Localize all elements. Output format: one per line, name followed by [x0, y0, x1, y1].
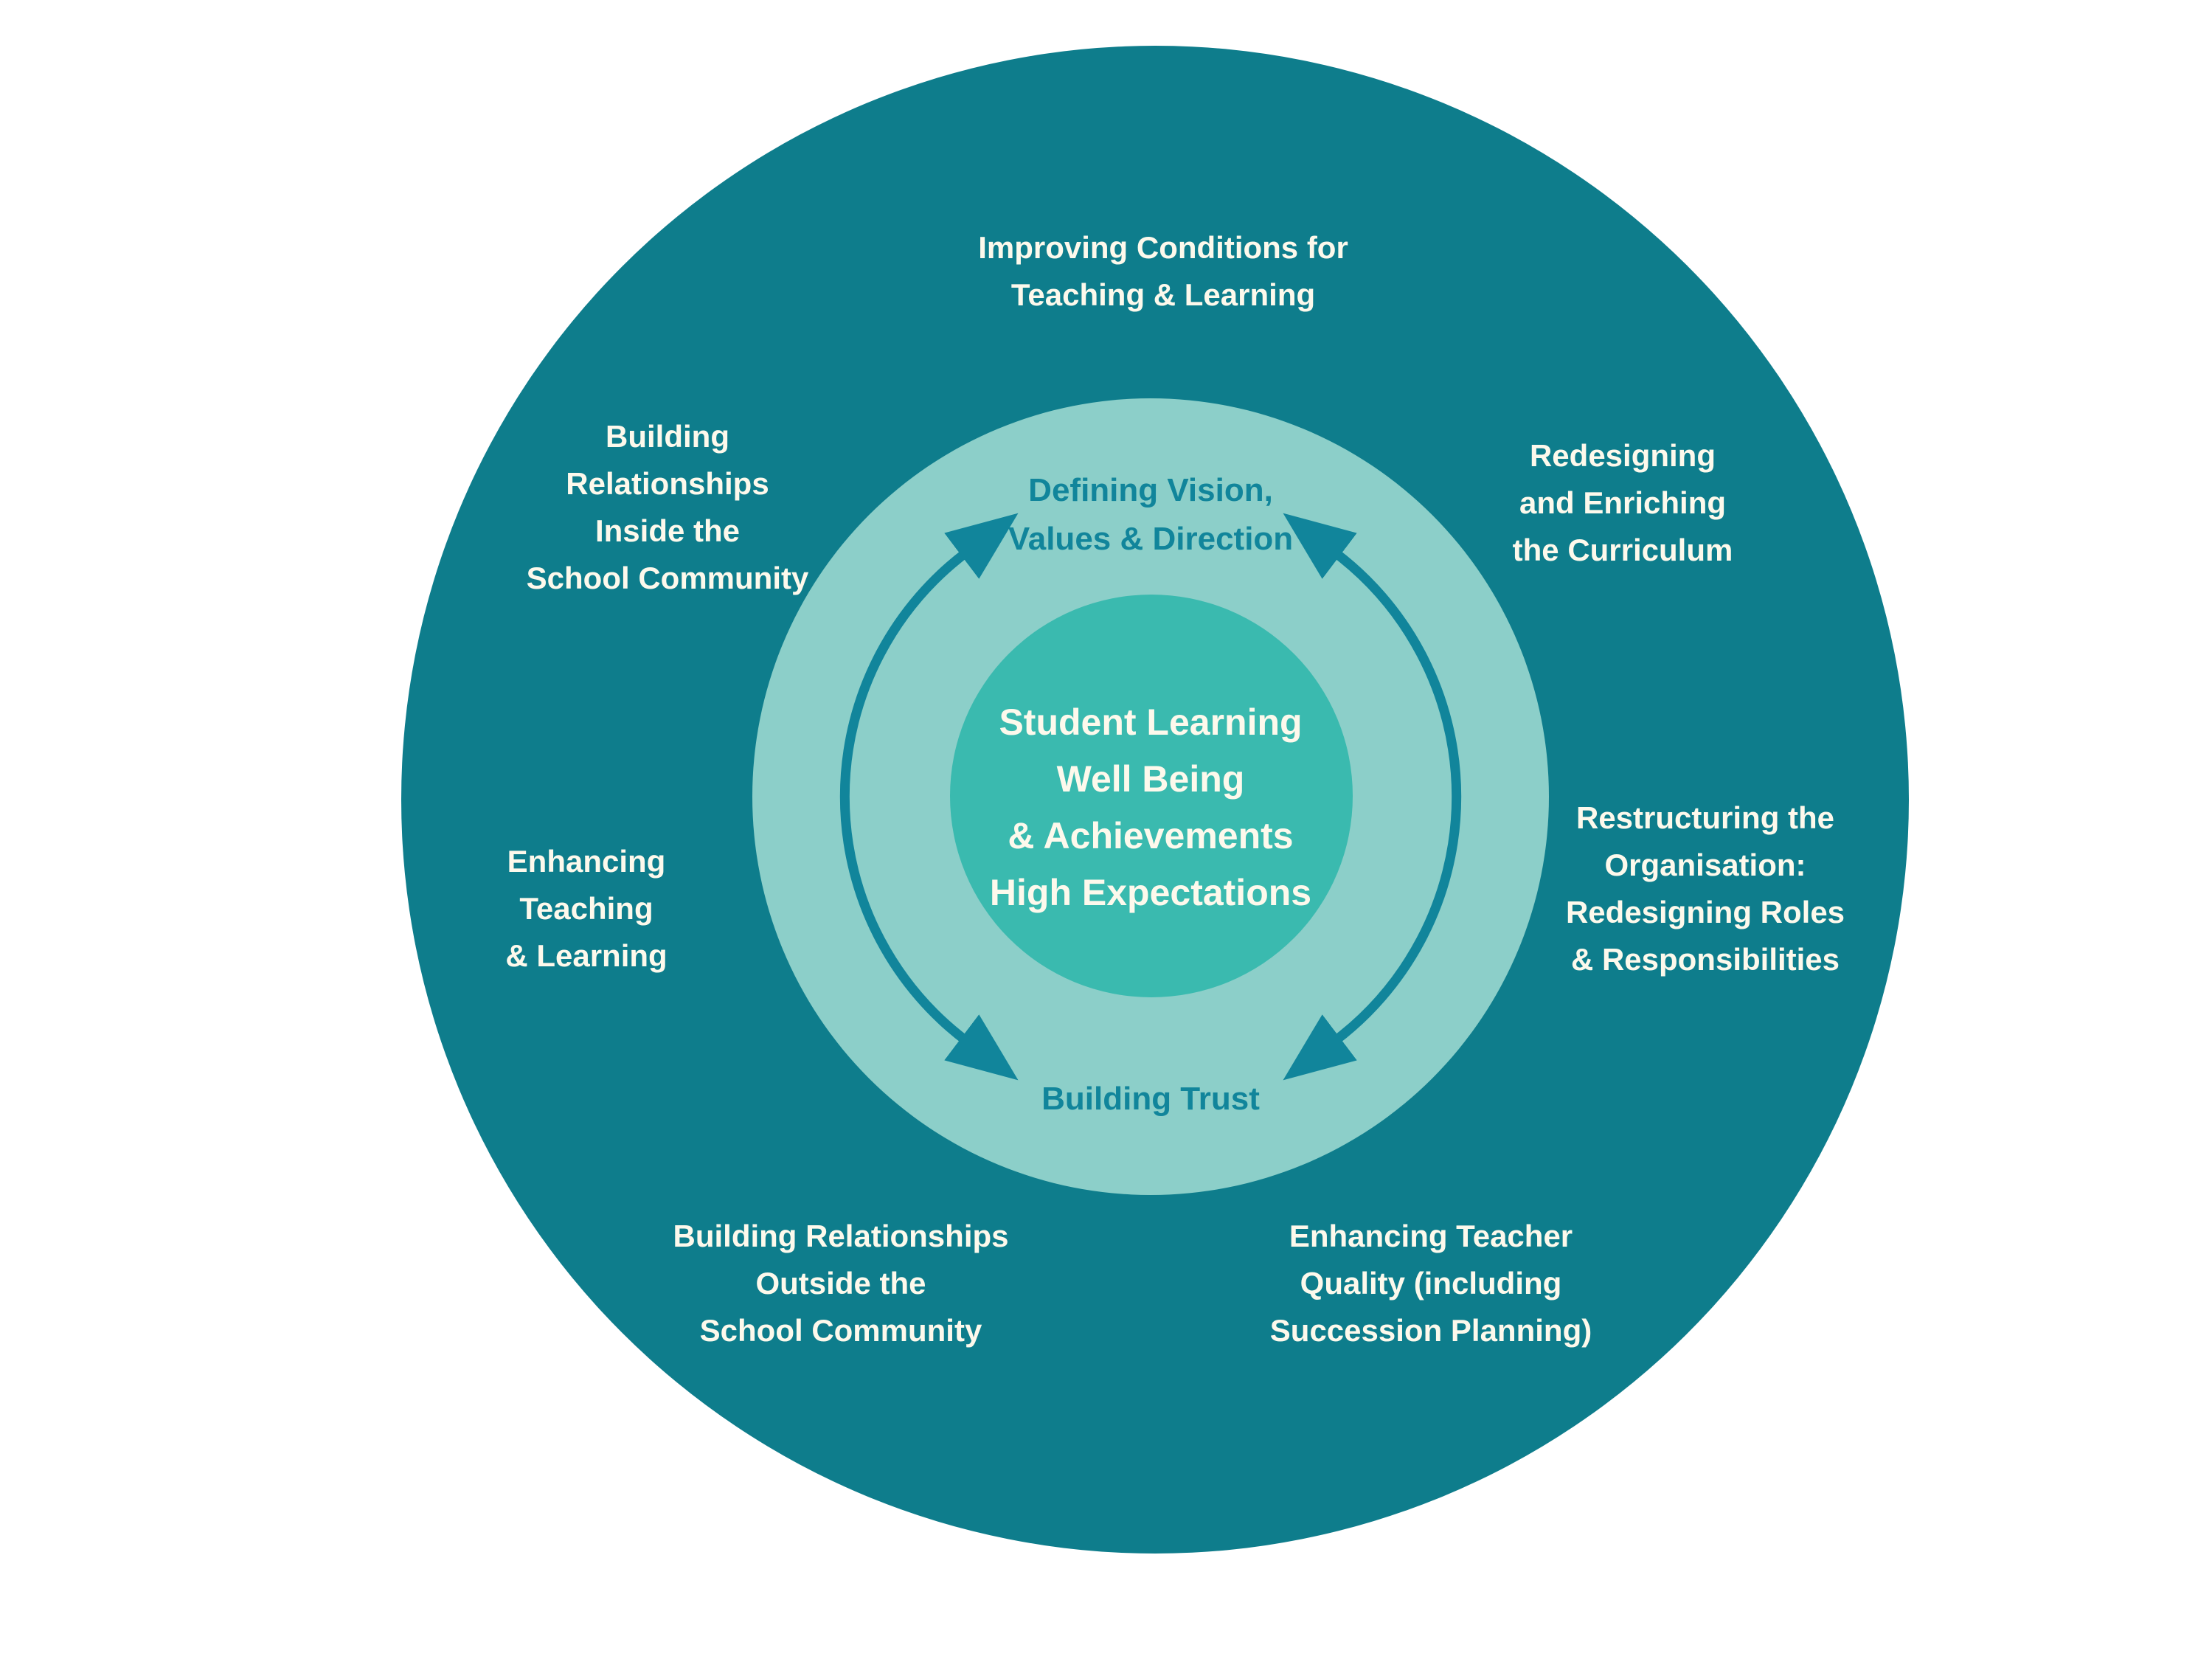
label-line: the Curriculum	[1512, 533, 1733, 567]
label-line: Inside the	[594, 513, 741, 548]
label-building-trust: Building Trust	[1041, 1075, 1260, 1123]
label-line: & Learning	[505, 938, 668, 973]
label-line: and Enriching	[1519, 485, 1727, 520]
label-restructuring-organisation: Restructuring the Organisation: Redesign…	[1566, 794, 1845, 983]
label-line: Well Being	[1056, 758, 1245, 800]
label-line: Quality (including	[1300, 1266, 1562, 1300]
label-line: Building	[606, 419, 729, 454]
label-line: Improving Conditions for	[978, 230, 1348, 265]
label-line: Building Relationships	[673, 1219, 1009, 1253]
label-line: Enhancing	[507, 844, 666, 879]
label-student-learning-core: Student Learning Well Being & Achievemen…	[990, 694, 1311, 921]
label-enhancing-teaching-learning: Enhancing Teaching & Learning	[505, 838, 667, 980]
label-line: & Responsibilities	[1570, 942, 1840, 977]
label-line: School Community	[526, 561, 809, 595]
label-line: Restructuring the	[1575, 800, 1835, 835]
label-line: Redesigning	[1529, 438, 1716, 473]
label-line: Values & Direction	[1008, 521, 1294, 557]
label-line: Defining Vision,	[1028, 472, 1273, 508]
label-line: High Expectations	[989, 872, 1312, 913]
label-line: Enhancing Teacher	[1289, 1219, 1573, 1253]
left-cycle-arrow	[839, 513, 1019, 1081]
label-line: Student Learning	[999, 702, 1303, 743]
label-building-relationships-inside: Building Relationships Inside the School…	[527, 413, 809, 602]
label-line: Building Trust	[1041, 1081, 1260, 1117]
right-cycle-arrow	[1283, 513, 1462, 1081]
label-enhancing-teacher-quality: Enhancing Teacher Quality (including Suc…	[1270, 1213, 1592, 1354]
label-line: Relationships	[566, 466, 769, 501]
label-redesigning-curriculum: Redesigning and Enriching the Curriculum	[1513, 432, 1733, 574]
label-line: Organisation:	[1604, 848, 1806, 882]
label-line: & Achievements	[1008, 815, 1294, 856]
label-improving-conditions: Improving Conditions for Teaching & Lear…	[978, 224, 1348, 319]
label-line: Outside the	[755, 1266, 926, 1300]
label-building-relationships-outside: Building Relationships Outside the Schoo…	[673, 1213, 1008, 1354]
label-line: Succession Planning)	[1269, 1313, 1592, 1348]
label-line: Teaching & Learning	[1010, 277, 1316, 312]
label-defining-vision: Defining Vision, Values & Direction	[1008, 466, 1293, 564]
label-line: School Community	[699, 1313, 982, 1348]
label-line: Redesigning Roles	[1565, 895, 1845, 929]
label-line: Teaching	[519, 891, 653, 926]
